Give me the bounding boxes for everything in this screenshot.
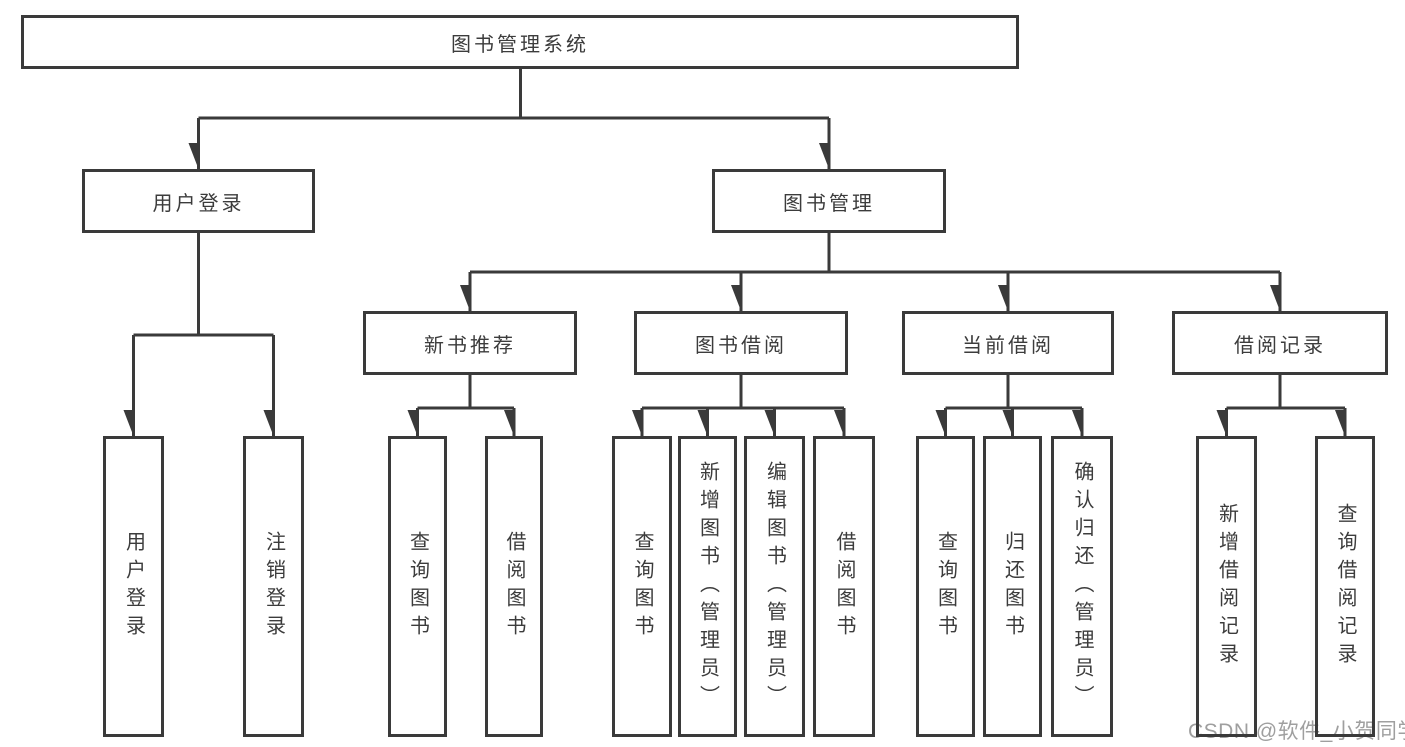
leaf-borrow-add-books-admin-label: 新增图书（管理员）	[696, 460, 719, 713]
node-book-management-label: 图书管理	[783, 192, 875, 215]
leaf-recommend-query-books: 查询图书	[388, 436, 447, 737]
connector-arrows	[134, 118, 1347, 436]
node-book-borrow: 图书借阅	[634, 311, 848, 375]
leaf-recommend-borrow-books-label: 借阅图书	[503, 530, 525, 643]
leaf-borrow-query-books: 查询图书	[612, 436, 672, 737]
leaf-borrow-borrow-books: 借阅图书	[813, 436, 875, 737]
leaf-logout-login-label: 注销登录	[262, 530, 285, 643]
leaf-recommend-borrow-books: 借阅图书	[485, 436, 543, 737]
leaf-borrow-edit-books-admin: 编辑图书（管理员）	[744, 436, 805, 737]
leaf-current-query-books-label: 查询图书	[934, 530, 957, 643]
leaf-current-return-books-label: 归还图书	[1001, 530, 1024, 643]
leaf-borrow-add-books-admin: 新增图书（管理员）	[678, 436, 737, 737]
leaf-user-login-label: 用户登录	[122, 530, 145, 643]
leaf-current-query-books: 查询图书	[916, 436, 975, 737]
leaf-borrow-query-books-label: 查询图书	[631, 530, 653, 643]
node-book-borrow-label: 图书借阅	[695, 334, 787, 357]
leaf-records-add-record: 新增借阅记录	[1196, 436, 1257, 737]
node-user-login-label: 用户登录	[152, 192, 245, 215]
leaf-records-add-record-label: 新增借阅记录	[1215, 502, 1238, 671]
leaf-recommend-query-books-label: 查询图书	[406, 530, 429, 643]
leaf-records-query-record-label: 查询借阅记录	[1334, 502, 1356, 671]
node-root-label: 图书管理系统	[451, 33, 589, 56]
leaf-current-confirm-return-admin: 确认归还（管理员）	[1051, 436, 1113, 737]
node-current-borrow-label: 当前借阅	[962, 334, 1054, 357]
node-root: 图书管理系统	[21, 15, 1019, 69]
leaf-user-login: 用户登录	[103, 436, 164, 737]
leaf-current-return-books: 归还图书	[983, 436, 1042, 737]
leaf-current-confirm-return-admin-label: 确认归还（管理员）	[1071, 460, 1093, 713]
node-borrow-records: 借阅记录	[1172, 311, 1388, 375]
node-user-login: 用户登录	[82, 169, 315, 233]
node-borrow-records-label: 借阅记录	[1234, 334, 1326, 357]
leaf-borrow-borrow-books-label: 借阅图书	[833, 530, 855, 643]
node-new-book-recommend-label: 新书推荐	[424, 334, 516, 357]
connector-rails	[133, 69, 1345, 410]
node-current-borrow: 当前借阅	[902, 311, 1114, 375]
leaf-borrow-edit-books-admin-label: 编辑图书（管理员）	[763, 460, 786, 713]
watermark: CSDN @软件_小贺同学	[1188, 720, 1405, 743]
node-book-management: 图书管理	[712, 169, 946, 233]
node-new-book-recommend: 新书推荐	[363, 311, 577, 375]
leaf-logout-login: 注销登录	[243, 436, 304, 737]
leaf-records-query-record: 查询借阅记录	[1315, 436, 1375, 737]
